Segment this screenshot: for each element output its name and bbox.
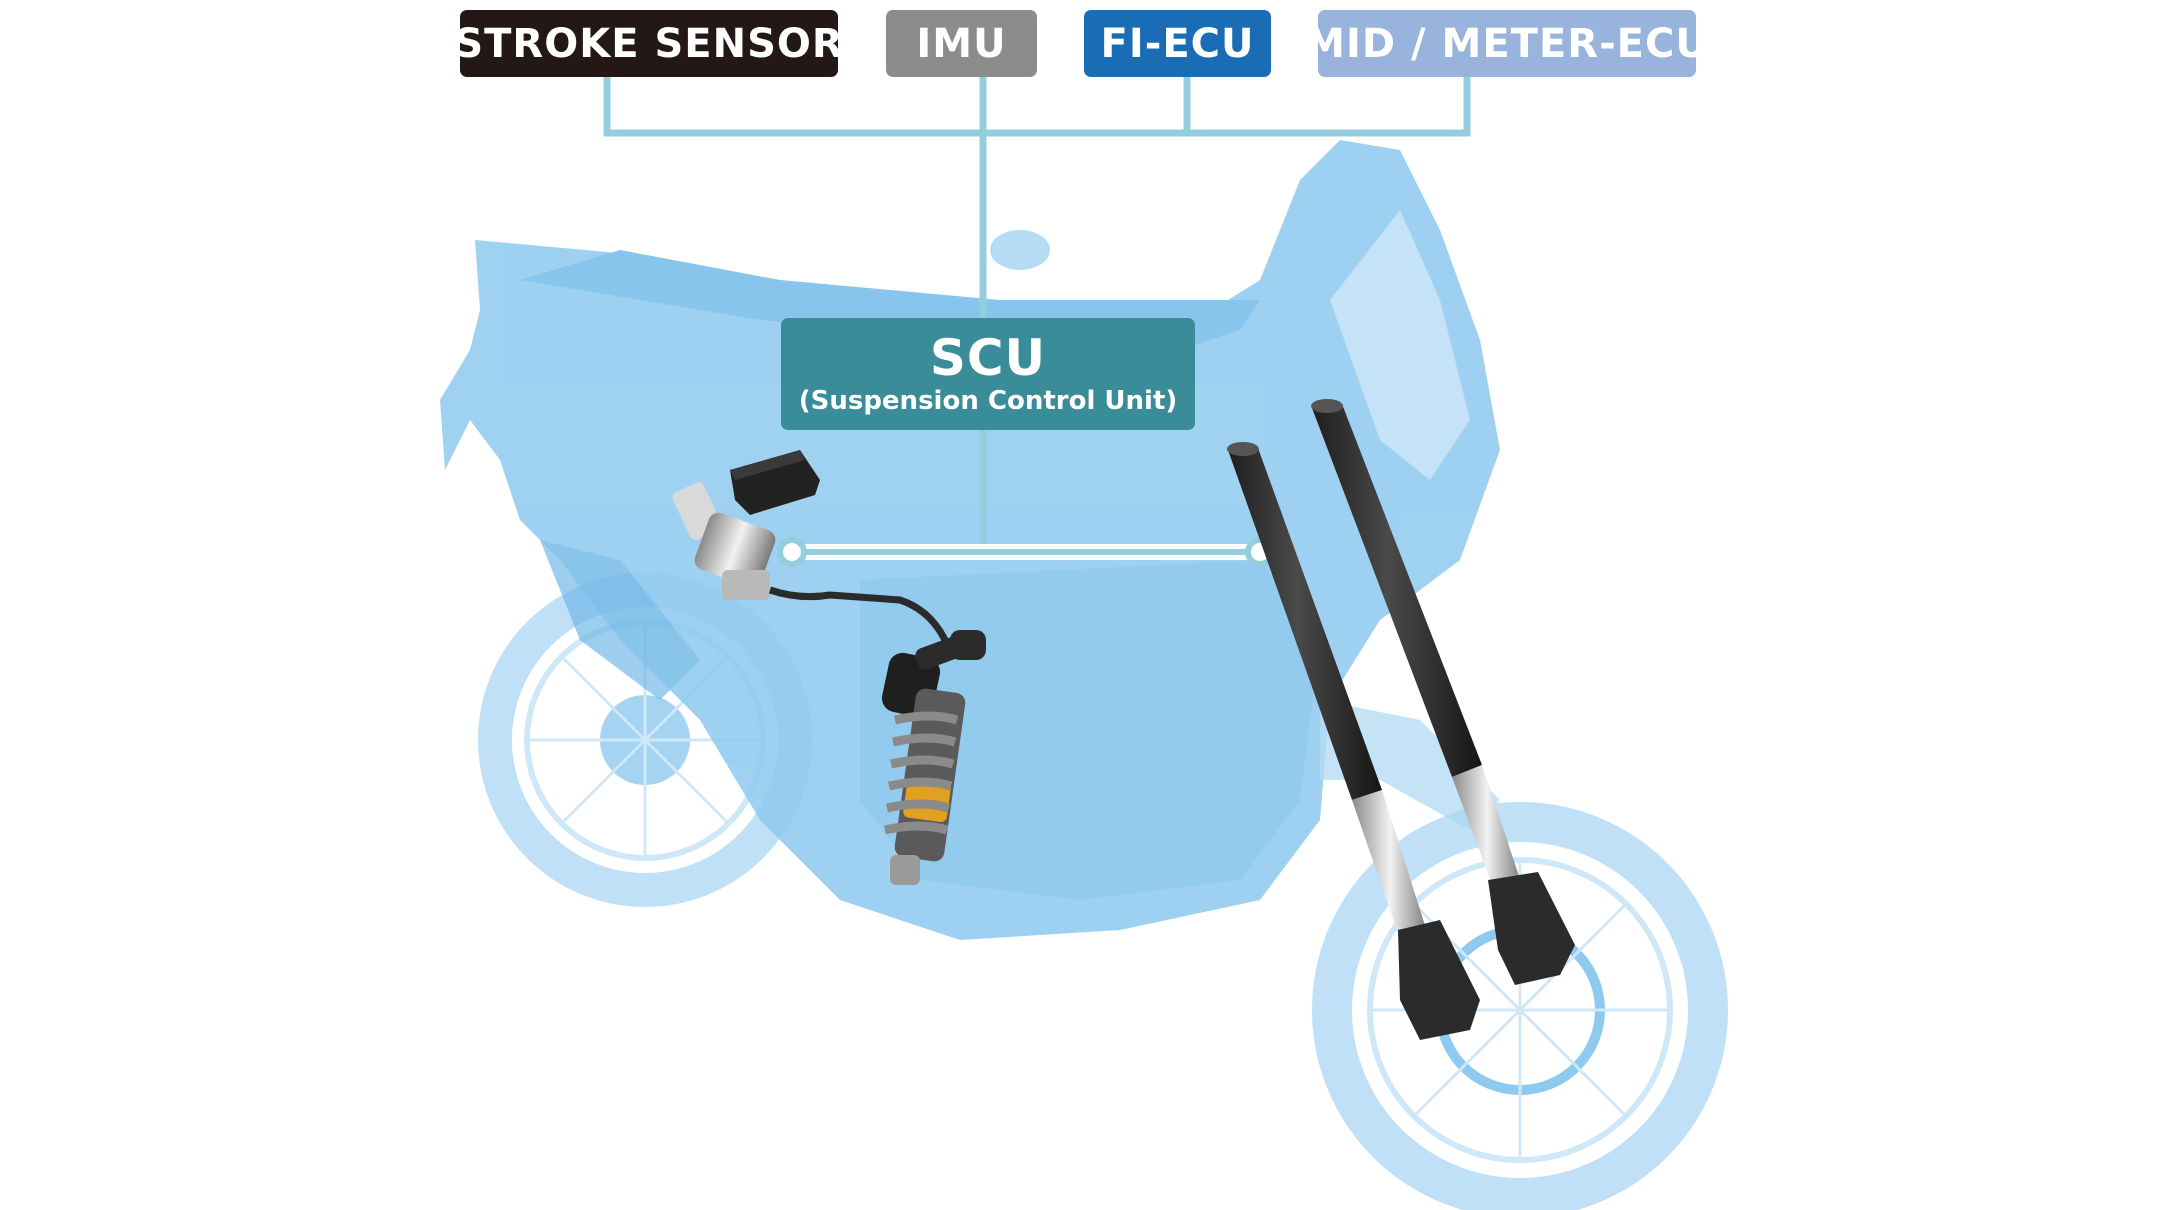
bike-body <box>440 140 1500 940</box>
front-fork-left <box>1227 442 1480 1040</box>
damper-valve-assembly <box>672 482 949 642</box>
rear-shock-absorber <box>881 630 986 885</box>
front-fork-right <box>1311 399 1575 985</box>
mid-meter-ecu-label: MID / METER-ECU <box>1305 10 1708 77</box>
scu-subtitle: (Suspension Control Unit) <box>798 386 1178 416</box>
scu-title: SCU <box>929 329 1047 387</box>
stroke-sensor-label: STROKE SENSOR <box>454 10 843 77</box>
scu-output-bus <box>777 537 1275 567</box>
scu-module <box>730 450 820 515</box>
connector-lines <box>603 73 1471 556</box>
scu-box: SCU (Suspension Control Unit) <box>781 318 1195 430</box>
fi-ecu-label: FI-ECU <box>1084 10 1271 77</box>
rear-damper-connection-node <box>777 537 807 567</box>
imu-label: IMU <box>886 10 1037 77</box>
